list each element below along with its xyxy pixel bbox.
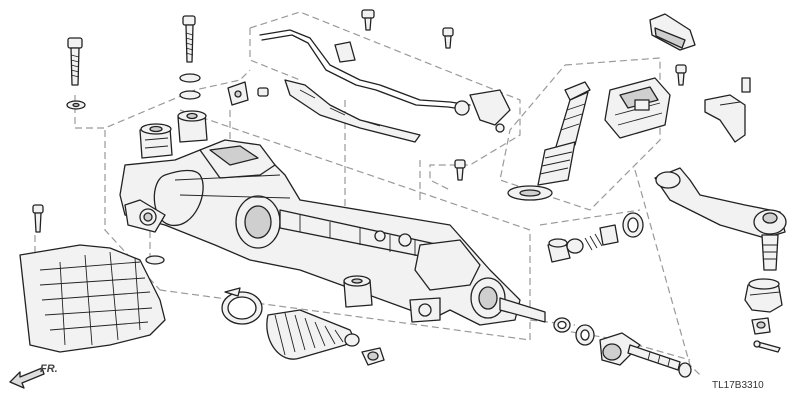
front-direction-arrow-icon: FR. [9,363,58,389]
mounting-bolt-left [66,37,86,110]
cotter-pin [753,340,781,353]
boot-small-clip [361,347,385,366]
rack-bushing-left [139,123,173,159]
steering-gearbox-housing [119,139,546,326]
tie-rod-boot [744,278,783,313]
steering-sensor-module [604,77,671,139]
heat-shield-plate [19,204,166,353]
front-direction-label: FR. [40,363,58,375]
small-bolt-top [361,9,466,181]
castle-nut [751,317,771,335]
rack-guide-parts [547,212,644,263]
reference-code: TL17B3310 [712,380,764,391]
tie-rod-end [654,167,787,271]
pinion-shaft [507,81,591,201]
clip-bracket-right [704,77,751,143]
rack-bushing-center [177,110,208,143]
mounting-bolt-center [179,15,201,100]
line-bracket-left [227,81,269,106]
steering-rack-boot [266,309,360,360]
rack-bushing-lower [343,275,373,308]
boot-clamp [221,287,263,325]
inner-tie-rod [553,317,692,378]
hydraulic-lines [259,29,511,143]
bracket-top-right [649,13,696,51]
small-bolt-right [675,64,687,86]
guide-lines [34,11,701,376]
